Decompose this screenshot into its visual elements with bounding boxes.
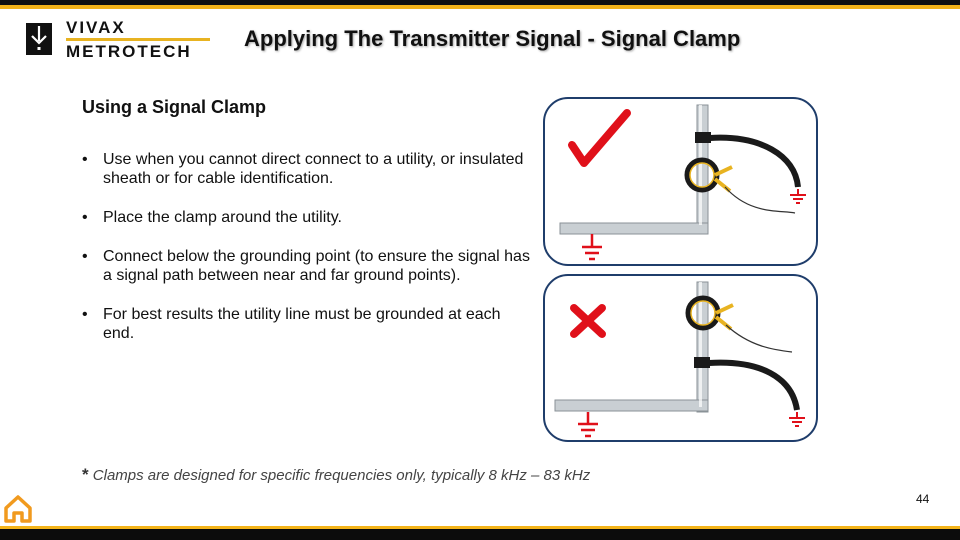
ground-wire: [694, 357, 800, 411]
section-heading: Using a Signal Clamp: [82, 97, 267, 117]
logo-text-metrotech: METROTECH: [66, 42, 192, 61]
top-bar: [0, 0, 960, 5]
signal-clamp: [685, 295, 793, 353]
ground-symbol-icon: [790, 189, 806, 204]
ground-symbol-icon: [578, 412, 598, 438]
x-icon: [570, 304, 606, 338]
bullet-item: Connect below the grounding point (to en…: [82, 247, 532, 285]
incorrect-clamp-diagram: [543, 274, 818, 442]
logo-text-vivax: VIVAX: [66, 18, 126, 37]
pipe: [554, 281, 709, 413]
bullet-item: For best results the utility line must b…: [82, 305, 532, 343]
pipe: [559, 104, 709, 235]
slide-title: Applying The Transmitter Signal - Signal…: [244, 26, 741, 51]
home-button[interactable]: [3, 494, 33, 524]
top-accent-line: [0, 5, 960, 9]
footnote-text: Clamps are designed for specific frequen…: [92, 467, 591, 484]
bullet-item: Use when you cannot direct connect to a …: [82, 150, 532, 188]
ground-wire: [695, 132, 801, 188]
ground-symbol-icon: [789, 412, 805, 427]
vivax-logo-icon: [26, 23, 52, 55]
footnote: * Clamps are designed for specific frequ…: [82, 465, 590, 485]
check-icon: [568, 109, 631, 167]
bottom-bar: [0, 529, 960, 540]
bullet-item: Place the clamp around the utility.: [82, 208, 532, 227]
bullet-list: Use when you cannot direct connect to a …: [82, 150, 532, 363]
bottom-accent-line: [0, 526, 960, 529]
footnote-asterisk: *: [82, 465, 89, 484]
logo-divider: [66, 38, 210, 41]
ground-symbol-icon: [582, 234, 602, 261]
correct-clamp-diagram: [543, 97, 818, 266]
signal-clamp: [684, 157, 796, 214]
home-icon: [4, 495, 32, 523]
page-number: 44: [916, 492, 930, 506]
